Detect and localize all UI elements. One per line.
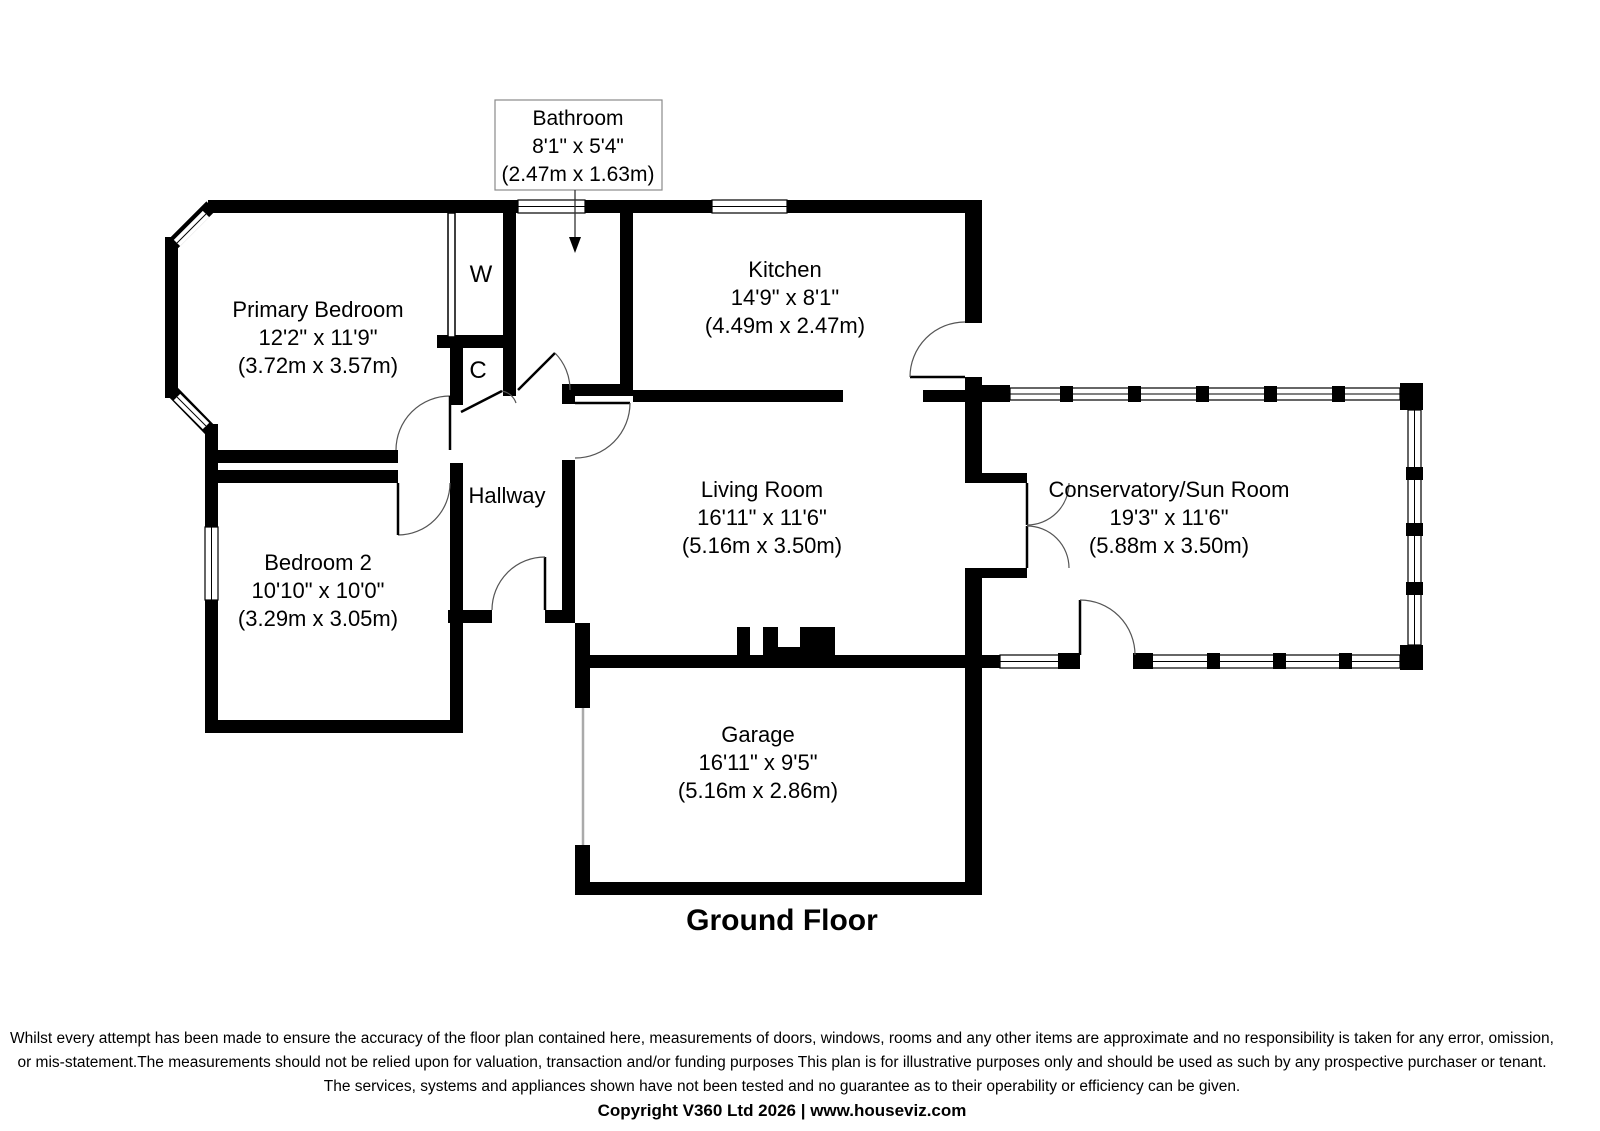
room-name: Primary Bedroom [232, 297, 403, 322]
room-metric: (3.29m x 3.05m) [238, 606, 398, 631]
room-metric: (5.16m x 2.86m) [678, 778, 838, 803]
wardrobe-front [447, 212, 456, 338]
doors [395, 321, 1136, 845]
room-label-conservatory: Conservatory/Sun Room 19'3" x 11'6" (5.8… [1049, 477, 1290, 558]
callout-room-imperial: 8'1" x 5'4" [532, 135, 624, 158]
windows [173, 199, 1423, 670]
bathroom-callout: Bathroom 8'1" x 5'4" (2.47m x 1.63m) [494, 99, 663, 253]
room-imperial: 16'11" x 9'5" [698, 750, 817, 775]
floor-title: Ground Floor [686, 904, 878, 937]
room-imperial: 19'3" x 11'6" [1109, 505, 1228, 530]
callout-arrow [569, 237, 581, 253]
room-metric: (5.88m x 3.50m) [1089, 533, 1249, 558]
room-label-primary-bedroom: Primary Bedroom 12'2" x 11'9" (3.72m x 3… [232, 297, 403, 378]
room-imperial: 16'11" x 11'6" [697, 505, 827, 530]
room-label-kitchen: Kitchen 14'9" x 8'1" (4.49m x 2.47m) [705, 257, 865, 338]
disclaimer-line-1: Whilst every attempt has been made to en… [10, 1030, 1554, 1047]
room-imperial: 14'9" x 8'1" [731, 285, 839, 310]
room-name: Living Room [701, 477, 823, 502]
room-name: Kitchen [748, 257, 821, 282]
disclaimer-line-3: The services, systems and appliances sho… [324, 1078, 1241, 1095]
room-metric: (5.16m x 3.50m) [682, 533, 842, 558]
walls [165, 200, 1423, 895]
room-label-living-room: Living Room 16'11" x 11'6" (5.16m x 3.50… [682, 477, 842, 558]
fireplace-recess [778, 627, 800, 647]
copyright-line: Copyright V360 Ltd 2026 | www.houseviz.c… [598, 1101, 967, 1120]
callout-room-metric: (2.47m x 1.63m) [502, 163, 655, 186]
room-name: Bedroom 2 [264, 550, 372, 575]
closet-label-wardrobe: W [470, 261, 493, 288]
room-metric: (4.49m x 2.47m) [705, 313, 865, 338]
room-label-bedroom-2: Bedroom 2 10'10" x 10'0" (3.29m x 3.05m) [238, 550, 398, 631]
room-name: Conservatory/Sun Room [1049, 477, 1290, 502]
room-imperial: 10'10" x 10'0" [252, 578, 385, 603]
footer-disclaimer: Whilst every attempt has been made to en… [10, 1030, 1554, 1120]
room-imperial: 12'2" x 11'9" [258, 325, 377, 350]
room-label-garage: Garage 16'11" x 9'5" (5.16m x 2.86m) [678, 722, 838, 803]
callout-room-name: Bathroom [532, 107, 623, 130]
closet-label-cupboard: C [469, 357, 486, 384]
room-name: Garage [721, 722, 794, 747]
disclaimer-line-2: or mis-statement.The measurements should… [17, 1054, 1546, 1071]
room-metric: (3.72m x 3.57m) [238, 353, 398, 378]
room-label-hallway: Hallway [468, 483, 545, 508]
